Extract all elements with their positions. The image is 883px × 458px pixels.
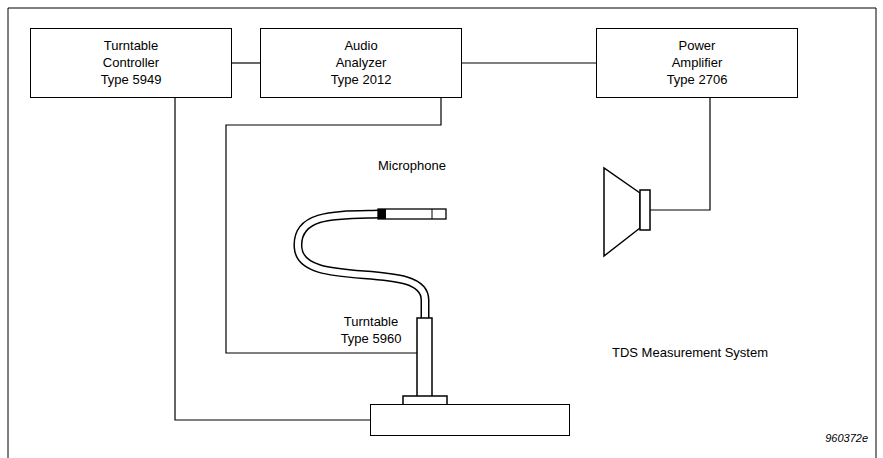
gooseneck-inner	[298, 214, 425, 318]
gooseneck	[298, 214, 425, 318]
box-text: Controller	[37, 54, 225, 71]
system-title: TDS Measurement System	[612, 344, 768, 361]
part-name: Microphone	[378, 157, 446, 174]
microphone-body	[378, 209, 446, 219]
device-box: TurntableControllerType 5949	[30, 28, 232, 98]
turntable-label: Turntable Type 5960	[329, 313, 413, 347]
frame	[8, 8, 876, 458]
box-text: Turntable	[37, 37, 225, 54]
cable	[232, 62, 260, 63]
cable	[226, 98, 441, 353]
turntable-stem	[417, 318, 432, 398]
turntable-base: Turntable Type 5960	[370, 404, 570, 436]
box-text: Power	[603, 37, 791, 54]
device-box: AudioAnalyzerType 2012	[260, 28, 462, 98]
box-text: Audio	[267, 37, 455, 54]
speaker-cone	[604, 168, 640, 256]
box-text: Type 2012	[267, 71, 455, 88]
device-box: PowerAmplifierType 2706	[596, 28, 798, 98]
box-text: Analyzer	[267, 54, 455, 71]
speaker-magnet	[640, 190, 650, 230]
box-text: Type 2706	[603, 71, 791, 88]
microphone-ring	[432, 209, 433, 219]
box-text: Type 5949	[37, 71, 225, 88]
microphone-collar	[378, 209, 386, 219]
cable	[462, 62, 596, 63]
box-text: Amplifier	[603, 54, 791, 71]
cable	[175, 98, 370, 420]
figure-number: 960372e	[825, 430, 868, 447]
speaker-wire	[650, 98, 710, 210]
